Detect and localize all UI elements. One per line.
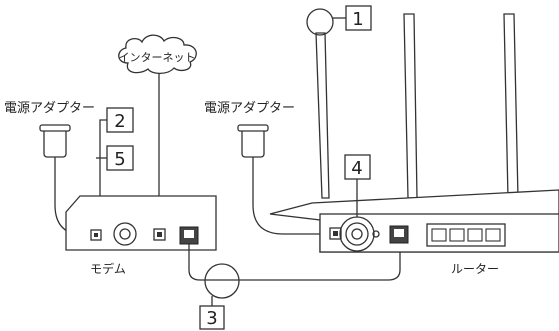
svg-text:5: 5 (114, 149, 125, 170)
router-power-cable (252, 157, 333, 235)
svg-text:1: 1 (352, 9, 363, 30)
router-antennas (315, 13, 519, 199)
step-5-label: 5 (106, 145, 134, 171)
modem-device (65, 195, 217, 251)
router-label: ルーター (451, 262, 499, 276)
svg-text:2: 2 (114, 111, 125, 132)
svg-text:3: 3 (206, 308, 217, 329)
power-adapter-left-icon (39, 124, 71, 158)
step-2-label: 2 (106, 107, 134, 133)
internet-cloud: インターネット (118, 34, 197, 75)
power-adapter-right-label: 電源アダプター (204, 101, 295, 116)
step-3-label: 3 (199, 305, 225, 330)
svg-text:4: 4 (351, 158, 362, 179)
step-4-label: 4 (344, 154, 371, 180)
cloud-shape-icon (118, 34, 197, 75)
router-device (269, 189, 559, 253)
step-2-pointer (99, 119, 107, 230)
power-adapter-left-label: 電源アダプター (4, 101, 95, 116)
internet-label: インターネット (119, 51, 196, 64)
modem-label: モデム (90, 261, 126, 276)
ethernet-cable (188, 243, 401, 281)
ethernet-cable-highlight (204, 263, 240, 299)
power-adapter-right-icon (237, 124, 269, 158)
antenna-highlight (306, 8, 334, 36)
step-1-label: 1 (345, 5, 372, 31)
